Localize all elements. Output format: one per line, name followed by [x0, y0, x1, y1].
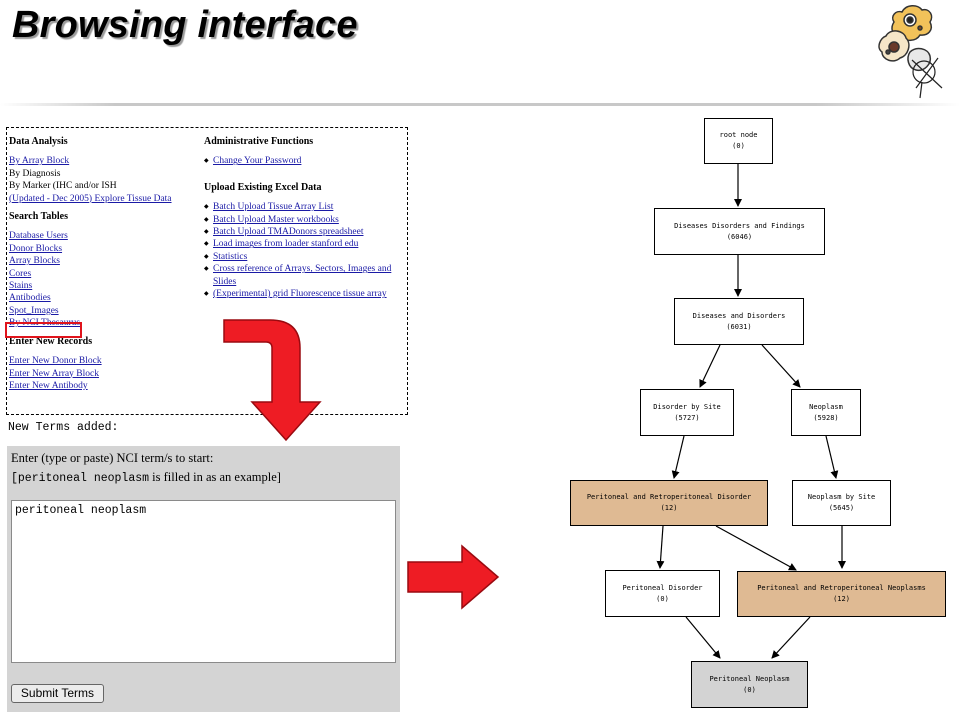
menu-link-cross-reference[interactable]: Cross reference of Arrays, Sectors, Imag…: [213, 264, 392, 287]
menu-link-new-array-block[interactable]: Enter New Array Block: [9, 368, 99, 379]
menu-link-antibodies[interactable]: Antibodies: [9, 293, 51, 304]
list-item: Batch Upload Tissue Array List: [204, 201, 404, 214]
menu-link-new-antibody[interactable]: Enter New Antibody: [9, 380, 88, 391]
node-count: (0): [743, 685, 756, 694]
node-label: Disorder by Site: [653, 402, 721, 411]
menu-link-donor-blocks[interactable]: Donor Blocks: [9, 243, 63, 254]
node-label: Diseases and Disorders: [692, 311, 786, 320]
menu-link-experimental-grid[interactable]: (Experimental) grid Fluorescence tissue …: [213, 289, 387, 300]
list-item: Statistics: [204, 251, 404, 264]
menu-link-stains[interactable]: Stains: [9, 281, 33, 292]
menu-link-change-password[interactable]: Change Your Password: [213, 156, 302, 167]
edge: [699, 344, 721, 388]
edge: [685, 616, 721, 659]
example-term: [peritoneal neoplasm: [11, 472, 150, 485]
upload-excel-heading: Upload Existing Excel Data: [204, 181, 322, 193]
graph-node-neoplasm[interactable]: Neoplasm (5928): [791, 389, 861, 436]
curved-down-arrow-icon: [223, 319, 322, 442]
admin-functions-heading: Administrative Functions: [204, 136, 314, 147]
node-count: (6031): [726, 322, 752, 331]
menu-link-statistics[interactable]: Statistics: [213, 251, 248, 262]
admin-list: Change Your Password: [204, 155, 404, 168]
list-item: Cross reference of Arrays, Sectors, Imag…: [204, 263, 404, 288]
node-label: Diseases Disorders and Findings: [674, 221, 805, 230]
menu-text-by-marker: By Marker (IHC and/or ISH: [9, 181, 117, 192]
graph-node-root[interactable]: root node (0): [704, 118, 773, 164]
edge: [771, 616, 811, 659]
list-item: Load images from loader stanford edu: [204, 238, 404, 251]
menu-link-batch-upload-tmadonors[interactable]: Batch Upload TMADonors spreadsheet: [213, 227, 364, 238]
upload-list: Batch Upload Tissue Array List Batch Upl…: [204, 201, 404, 301]
submit-terms-button[interactable]: Submit Terms: [11, 684, 104, 703]
graph-node-peritoneal-disorder[interactable]: Peritoneal Disorder (0): [605, 570, 720, 617]
menu-link-load-images[interactable]: Load images from loader stanford edu: [213, 239, 359, 250]
menu-link-array-blocks[interactable]: Array Blocks: [9, 256, 60, 267]
title-divider: [0, 103, 960, 106]
node-count: (6046): [726, 232, 753, 241]
list-item: Batch Upload Master workbooks: [204, 214, 404, 227]
menu-link-explore-tissue-data[interactable]: (Updated - Dec 2005) Explore Tissue Data: [9, 193, 172, 204]
node-count: (5645): [828, 504, 855, 512]
node-count: (12): [660, 504, 678, 512]
graph-node-diseases-disorders-findings[interactable]: Diseases Disorders and Findings (6046): [654, 208, 825, 255]
list-item: Batch Upload TMADonors spreadsheet: [204, 226, 404, 239]
new-terms-label: New Terms added:: [8, 421, 119, 434]
node-label: Peritoneal Neoplasm: [709, 674, 790, 683]
search-tables-heading: Search Tables: [9, 211, 68, 223]
graph-node-peritoneal-retroperitoneal-disorder[interactable]: Peritoneal and Retroperitoneal Disorder …: [570, 480, 768, 526]
edge: [825, 435, 839, 479]
node-count: (0): [656, 594, 669, 603]
graph-node-peritoneal-retroperitoneal-neoplasms[interactable]: Peritoneal and Retroperitoneal Neoplasms…: [737, 571, 946, 617]
menu-link-new-donor-block[interactable]: Enter New Donor Block: [9, 356, 102, 367]
list-item: Change Your Password: [204, 155, 404, 168]
node-count: (12): [833, 595, 850, 603]
menu-link-spot-images[interactable]: Spot_Images: [9, 305, 59, 316]
example-suffix: is filled in as an example]: [152, 470, 281, 484]
edge: [761, 344, 801, 388]
data-analysis-heading: Data Analysis: [9, 136, 68, 147]
node-label: Peritoneal Disorder: [622, 583, 703, 592]
menu-link-cores[interactable]: Cores: [9, 268, 32, 279]
edge: [656, 525, 665, 569]
menu-link-batch-upload-master[interactable]: Batch Upload Master workbooks: [213, 214, 339, 225]
graph-node-peritoneal-neoplasm[interactable]: Peritoneal Neoplasm (0): [691, 661, 808, 708]
menu-link-database-users[interactable]: Database Users: [9, 231, 68, 242]
node-count: (5928): [813, 413, 839, 422]
menu-link-by-array-block[interactable]: By Array Block: [9, 156, 70, 167]
node-label: Peritoneal and Retroperitoneal Neoplasms: [757, 584, 926, 592]
menu-text-by-diagnosis: By Diagnosis: [9, 168, 61, 179]
node-count: (0): [732, 142, 745, 150]
nci-thesaurus-highlight: [5, 322, 82, 338]
edge: [715, 525, 797, 571]
node-label: Peritoneal and Retroperitoneal Disorder: [586, 493, 752, 501]
node-label: Neoplasm: [809, 402, 843, 411]
form-instruction: Enter (type or paste) NCI term/s to star…: [11, 451, 214, 465]
form-example-line: [peritoneal neoplasm is filled in as an …: [11, 470, 281, 485]
graph-node-diseases-and-disorders[interactable]: Diseases and Disorders (6031): [674, 298, 804, 345]
menu-link-batch-upload-tissue[interactable]: Batch Upload Tissue Array List: [213, 202, 334, 213]
list-item: (Experimental) grid Fluorescence tissue …: [204, 288, 404, 301]
menu-right-column: Administrative Functions Change Your Pas…: [204, 134, 404, 301]
term-entry-form: Enter (type or paste) NCI term/s to star…: [7, 446, 400, 712]
slide-title: Browsing interface: [12, 4, 358, 46]
graph-node-disorder-by-site[interactable]: Disorder by Site (5727): [640, 389, 734, 436]
cell-logo-icon: [878, 5, 943, 99]
edge: [671, 435, 685, 479]
graph-node-neoplasm-by-site[interactable]: Neoplasm by Site (5645): [792, 480, 891, 526]
node-count: (5727): [674, 413, 700, 422]
enter-records-heading: Enter New Records: [9, 335, 93, 347]
node-label: root node: [719, 131, 758, 139]
terms-textarea[interactable]: peritoneal neoplasm: [11, 500, 396, 663]
right-arrow-icon: [407, 544, 500, 610]
node-label: Neoplasm by Site: [807, 493, 876, 501]
